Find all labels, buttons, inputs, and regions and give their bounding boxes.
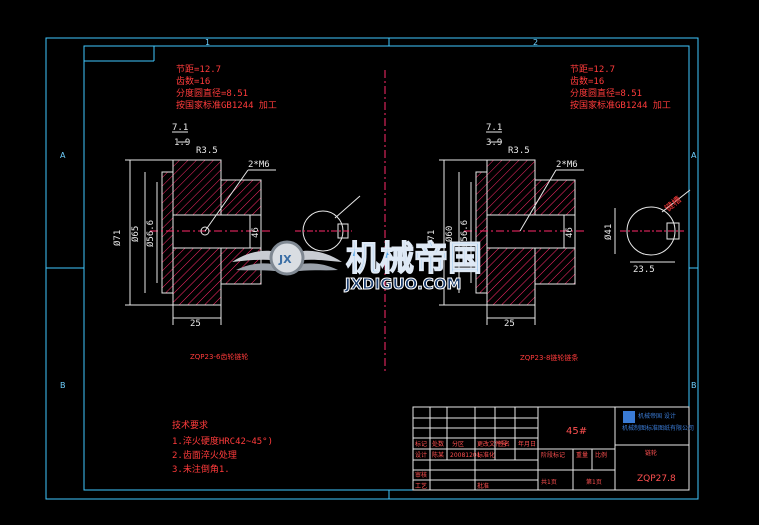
tb-scale: 比例 [595, 451, 607, 459]
tb-review: 审核 [415, 471, 427, 479]
tb-stage-mark: 阶段标记 [541, 451, 565, 459]
zone-label-1: 1 [205, 38, 210, 47]
left-spec-standard: 按国家标准GB1244 加工 [176, 99, 277, 111]
tb-part-name: 链轮 [645, 449, 657, 457]
right-spec-teeth: 齿数=16 [570, 75, 604, 87]
right-key-annotation: 键槽 [662, 194, 684, 215]
left-spec-diameter: 分度圆直径=8.51 [176, 87, 248, 99]
tb-standardization: 标准化 [477, 451, 495, 459]
left-dim-25: 25 [190, 319, 201, 329]
title-block[interactable] [412, 406, 690, 491]
watermark-wing-left-lower [236, 263, 282, 272]
right-dim-phi41: Ø41 [603, 224, 614, 240]
tb-design-date: 20081201 [450, 452, 481, 459]
watermark-text-en: JXDIGUO.COM [344, 275, 461, 293]
left-dim-phi65: Ø65 [130, 226, 141, 242]
tb-company-line2: 机械制图标准图纸有限公司 [622, 424, 694, 432]
right-dim-r3-5: R3.5 [508, 146, 530, 156]
right-dim-3-9: 3.9 [486, 138, 502, 148]
left-spec-teeth: 齿数=16 [176, 75, 210, 87]
right-spec-standard: 按国家标准GB1244 加工 [570, 99, 671, 111]
tb-row-label-count: 处数 [432, 440, 444, 448]
tb-row-label-sign: 签名 [498, 440, 510, 448]
watermark-logo: JX 机械帝国 JXDIGUO.COM [232, 238, 483, 294]
right-dim-2m6: 2*M6 [556, 160, 578, 170]
drawing-frame [45, 37, 699, 500]
notes-item-1: 1.淬火硬度HRC42~45°) [172, 435, 273, 447]
tb-row-label-change: 更改文件号 [477, 440, 507, 448]
left-view-caption: ZQP23-6齿轮链轮 [190, 352, 248, 361]
left-sprocket-section[interactable] [125, 131, 276, 325]
zone-label-a-right: A [691, 151, 697, 160]
tb-sheet-total: 共1页 [541, 478, 557, 486]
left-dim-7-1: 7.1 [172, 123, 188, 133]
watermark-wing-right [292, 250, 342, 262]
right-dim-phi71: Ø71 [426, 230, 437, 246]
watermark-gear-icon [269, 240, 305, 276]
watermark-wing-right-lower [292, 263, 338, 272]
right-dim-7-1: 7.1 [486, 123, 502, 133]
left-spec-block: 节距=12.7 齿数=16 分度圆直径=8.51 按国家标准GB1244 加工 [176, 64, 277, 111]
watermark-text-cn: 机械帝国 [346, 239, 482, 279]
zone-label-2: 2 [533, 38, 538, 47]
tb-design-name: 陈某 [432, 451, 444, 459]
tb-drawing-no: ZQP27.8 [637, 474, 676, 484]
left-dim-2m6: 2*M6 [248, 160, 270, 170]
tb-sheet-no: 第1页 [586, 478, 602, 486]
zone-label-a-left: A [60, 151, 66, 160]
company-logo-icon [623, 411, 635, 423]
tb-row-label-mark: 标记 [415, 440, 427, 448]
notes-item-2: 2.齿面淬火处理 [172, 449, 237, 461]
left-dim-46: 46 [251, 227, 261, 238]
right-view-caption: ZQP23-8链轮链条 [520, 353, 578, 362]
watermark-emblem: JX [278, 253, 292, 266]
right-keyseat-view[interactable] [614, 189, 691, 263]
tb-material: 45# [566, 426, 587, 437]
right-spec-pitch: 节距=12.7 [570, 64, 615, 75]
right-dim-phi60: Ø60 [444, 226, 455, 242]
left-dim-phi71: Ø71 [112, 230, 123, 246]
right-spec-diameter: 分度圆直径=8.51 [570, 87, 642, 99]
right-dim-23-5: 23.5 [633, 265, 655, 275]
left-dim-r3-5: R3.5 [196, 146, 218, 156]
tb-process: 工艺 [415, 482, 427, 490]
right-dim-25: 25 [504, 319, 515, 329]
tb-weight: 重量 [576, 451, 588, 459]
zone-label-b-right: B [691, 381, 697, 390]
technical-notes: 技术要求 1.淬火硬度HRC42~45°) 2.齿面淬火处理 3.未注倒角1. [172, 419, 273, 475]
left-spec-pitch: 节距=12.7 [176, 64, 221, 75]
notes-item-3: 3.未注倒角1. [172, 463, 230, 475]
right-dim-phi56-6: Ø56.6 [459, 220, 470, 247]
tb-company-line1: 机械帝国 设计 [638, 412, 676, 420]
notes-title: 技术要求 [172, 419, 208, 431]
right-dim-46: 46 [565, 227, 575, 238]
tb-approve: 批准 [477, 482, 489, 490]
tb-row-label-zone: 分区 [452, 440, 464, 448]
tb-design-label: 设计 [415, 451, 427, 459]
watermark-wing-left [232, 250, 282, 262]
right-spec-block: 节距=12.7 齿数=16 分度圆直径=8.51 按国家标准GB1244 加工 [570, 64, 671, 111]
tb-row-label-date: 年月日 [518, 440, 536, 448]
zone-label-b-left: B [60, 381, 66, 390]
left-keyseat-view[interactable] [295, 195, 361, 252]
left-dim-1-9: 1.9 [174, 138, 190, 148]
right-sprocket-section[interactable] [439, 131, 584, 325]
left-dim-phi56-6: Ø56.6 [145, 220, 156, 247]
